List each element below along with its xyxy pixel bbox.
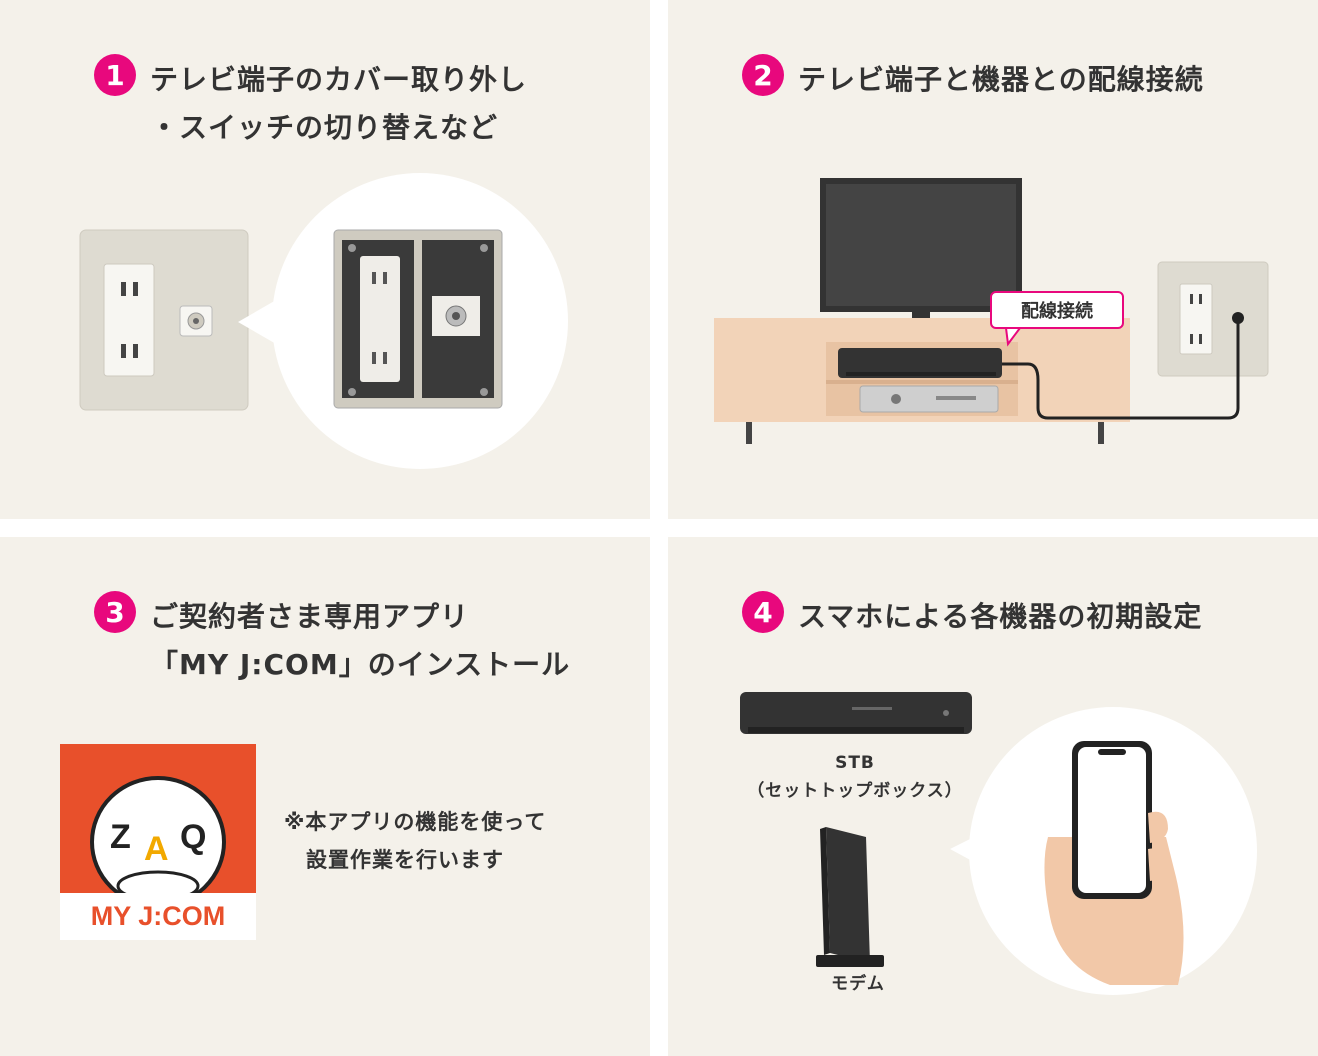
my-jcom-app-icon: Z A Q MY J:COM: [60, 744, 256, 940]
wiring-callout: 配線接続: [990, 291, 1124, 329]
step-4-number-badge: 4: [742, 591, 784, 633]
stb-label: STB （セットトップボックス）: [747, 753, 963, 801]
step-3-panel: 3 ご契約者さま専用アプリ 「MY J:COM」のインストール Z A Q MY…: [0, 537, 650, 1056]
step-3-heading: 3 ご契約者さま専用アプリ 「MY J:COM」のインストール: [94, 591, 571, 689]
step-2-panel: 2 テレビ端子と機器との配線接続 配線接続: [668, 0, 1318, 519]
step-1-heading: 1 テレビ端子のカバー取り外し ・スイッチの切り替えなど: [94, 54, 528, 152]
step-1-panel: 1 テレビ端子のカバー取り外し ・スイッチの切り替えなど: [0, 0, 650, 519]
wall-outlet-illustration: [79, 173, 568, 469]
step-2-number-badge: 2: [742, 54, 784, 96]
modem-label: モデム: [831, 974, 885, 994]
tv-wiring-illustration: [714, 178, 1269, 444]
mascot-letter-a: A: [144, 830, 169, 868]
mascot-letter-z: Z: [110, 818, 131, 856]
stb-device: [740, 692, 972, 734]
step-4-title: スマホによる各機器の初期設定: [798, 600, 1203, 633]
step-4-panel: 4 スマホによる各機器の初期設定 STB （セットトップボックス） モデム: [668, 537, 1318, 1056]
step-1-title: テレビ端子のカバー取り外し ・スイッチの切り替えなど: [150, 63, 528, 144]
step-2-heading: 2 テレビ端子と機器との配線接続: [742, 54, 1204, 104]
step-3-title: ご契約者さま専用アプリ 「MY J:COM」のインストール: [150, 600, 571, 681]
step-1-number-badge: 1: [94, 54, 136, 96]
app-icon-caption: MY J:COM: [60, 893, 256, 940]
step-4-heading: 4 スマホによる各機器の初期設定: [742, 591, 1203, 641]
device-setup-illustration: [740, 692, 1257, 995]
mascot-letter-q: Q: [180, 818, 206, 856]
step-3-number-badge: 3: [94, 591, 136, 633]
modem-device: [826, 827, 870, 963]
step-2-title: テレビ端子と機器との配線接続: [798, 63, 1204, 96]
install-note: ※本アプリの機能を使って 設置作業を行います: [284, 810, 547, 872]
